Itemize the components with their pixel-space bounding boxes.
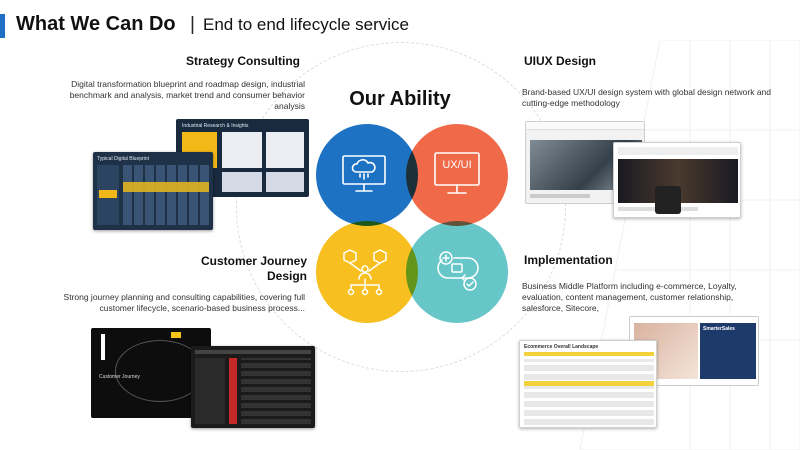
journey-screen-label: Customer Journey [99,374,140,380]
journey-heading-line1: Customer Journey [200,254,307,268]
page-title: What We Can Do [16,13,176,35]
implementation-screen-label-1: Ecommerce Overall Landscape [524,344,599,350]
journey-heading-line2: Design [266,269,307,283]
ux-ui-monitor-icon [434,152,480,194]
journey-tag [171,332,181,338]
journey-detail-sidebar [195,358,225,424]
strategy-blueprint-screenshot: Typical Digital Blueprint [93,152,213,230]
landscape-yellow-band [524,352,654,356]
ability-title: Our Ability [349,88,451,110]
insight-card-4 [266,172,304,192]
journey-heading: Customer Journey Design [150,254,307,284]
strategy-screen-label-2: Industrial Research & Insights [182,123,249,129]
blueprint-grid [123,165,209,225]
insight-card-3 [222,172,262,192]
implementation-description: Business Middle Platform including e-com… [522,281,737,313]
journey-detail-bar [195,350,311,354]
journey-detail-screenshot [191,346,315,428]
journey-description: Strong journey planning and consulting c… [63,292,305,313]
uiux-circle [406,124,508,226]
strategy-description: Digital transformation blueprint and roa… [69,79,305,111]
uiux-text-line [530,194,590,198]
customer-journey-nodes-icon [343,249,387,296]
blueprint-highlight [99,190,117,198]
journey-marker [101,334,105,360]
journey-detail-grid [241,358,311,424]
uiux-description: Brand-based UX/UI design system with glo… [522,87,771,108]
strategy-circle [316,124,418,226]
insight-card-2 [266,132,304,168]
insight-card-1 [222,132,262,168]
title-separator: | [190,14,195,35]
strategy-screen-label-1: Typical Digital Blueprint [97,156,149,162]
implementation-sales-panel [700,323,756,379]
implementation-heading: Implementation [524,253,613,267]
uiux-heading: UIUX Design [524,54,597,68]
implementation-screen-label-2: SmarterSales [703,326,735,332]
implementation-landscape-screenshot: Ecommerce Overall Landscape [519,340,657,428]
title-accent-bar [0,14,5,38]
implementation-cycle-icon [437,251,479,291]
blueprint-row-highlight [123,182,209,192]
strategy-heading: Strategy Consulting [186,54,301,68]
uiux-phone-screenshot [655,186,681,214]
page-subtitle: End to end lifecycle service [203,15,409,34]
uiux-laptop-bar [618,147,738,155]
uiux-browser-bar [526,122,644,130]
landscape-yellow-band-2 [524,381,654,386]
ux-ui-label: UX/UI [442,159,472,171]
journey-detail-red-column [229,358,237,424]
landscape-grid [524,359,654,425]
decorative-dashed-circle [236,42,566,372]
cloud-monitor-icon [342,155,386,192]
